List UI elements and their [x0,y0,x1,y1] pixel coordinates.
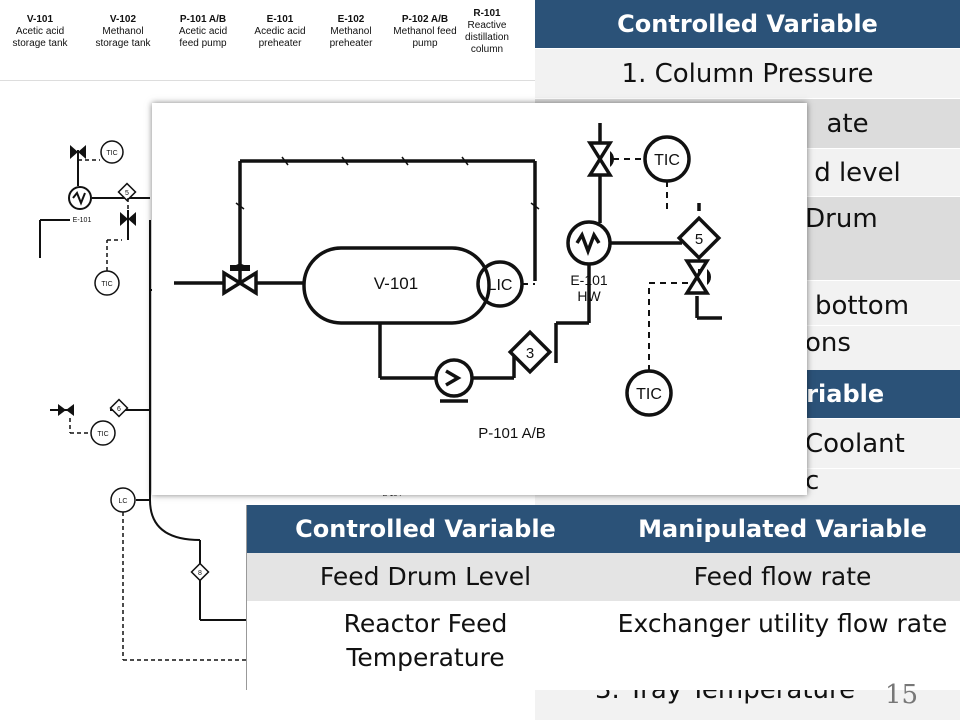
pump-label: P-101 A/B [478,425,546,442]
svg-text:8: 8 [198,570,202,577]
svg-text:LC: LC [119,498,128,505]
table-cell-controlled: Feed Drum Level [247,553,604,601]
background-pid-drawing: TIC TIC TIC LC E-101 E-104 5 6 8 [39,140,401,661]
table-cell-manipulated: Exchanger utility flow rate [617,609,948,638]
feed-control-valve-icon [222,269,258,297]
top-control-valve-icon [586,141,614,177]
diamond-5-label: 5 [695,231,703,248]
svg-text:TIC: TIC [106,150,117,157]
feed-drum-pid-drawing: V-101 LIC TIC TIC E-101 HW P-101 A/B 3 5 [174,123,722,442]
tic-bottom-label: TIC [636,386,662,403]
lic-label: LIC [488,277,513,294]
diamond-5-icon [676,215,722,261]
exchanger-e101-icon [566,220,612,266]
diamond-3-label: 3 [526,345,534,362]
feed-drum-diagram: V-101 LIC TIC TIC E-101 HW P-101 A/B 3 5 [152,103,807,495]
controlled-variable-header: Controlled Variable [247,505,604,553]
right-table-header: Controlled Variable [535,0,960,48]
table-cell-controlled: Reactor Feed Temperature [343,609,508,672]
slide-number: 15 [885,680,919,710]
manipulated-variable-header: Manipulated Variable [604,505,960,553]
exchanger-sub-label: HW [577,288,601,304]
vessel-v101-icon [302,246,491,325]
right-table-row: 3. Tray Temperature [535,688,960,720]
background-exchanger-icon [68,186,92,210]
svg-text:6: 6 [117,406,121,413]
right-table-row: 1. Column Pressure [535,48,960,98]
vessel-label: V-101 [374,274,418,293]
pump-icon [434,358,474,398]
svg-text:E-101: E-101 [73,217,92,224]
svg-text:TIC: TIC [101,281,112,288]
svg-text:5: 5 [125,190,129,197]
tic-top-label: TIC [654,152,680,169]
table-cell-manipulated: Feed flow rate [604,553,960,601]
header-divider [0,80,540,81]
bottom-control-valve-icon [683,259,711,295]
exchanger-label: E-101 [570,272,608,288]
diamond-3-icon [507,329,553,375]
svg-text:TIC: TIC [97,431,108,438]
control-variable-table: Controlled Variable Manipulated Variable… [246,505,960,690]
